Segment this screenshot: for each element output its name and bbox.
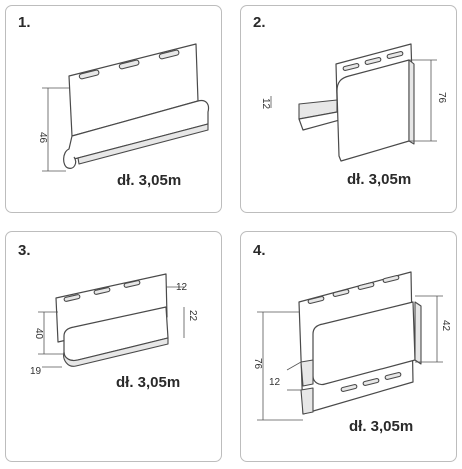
j-channel-drawing: 12 76 xyxy=(260,43,447,162)
height-dimension: 76 xyxy=(436,92,447,104)
card-number: 1. xyxy=(18,14,31,31)
h-connector-drawing: 42 12 76 xyxy=(252,271,451,421)
card-number: 2. xyxy=(253,14,266,31)
starter-strip-drawing: 46 xyxy=(37,43,210,172)
profile-card-4: 4. 42 12 76 dł. 3,05m xyxy=(240,231,457,462)
dimension-76: 76 xyxy=(252,358,263,370)
dimension-12: 12 xyxy=(176,282,188,293)
length-label: dł. 3,05m xyxy=(117,172,182,189)
trim-profile-drawing: 12 22 40 19 xyxy=(30,273,198,377)
length-label: dł. 3,05m xyxy=(116,374,181,391)
height-dimension: 46 xyxy=(37,132,48,144)
profile-card-2: 2. 12 76 dł. 3,05m xyxy=(240,5,457,213)
dimension-42: 42 xyxy=(440,320,451,332)
dimension-12: 12 xyxy=(269,377,281,388)
profile-card-1: 1. 46 dł. 3,05m xyxy=(5,5,222,213)
flange-dimension: 12 xyxy=(260,98,271,110)
length-label: dł. 3,05m xyxy=(349,418,414,435)
dimension-19: 19 xyxy=(30,366,42,377)
card-number: 4. xyxy=(253,242,266,259)
card-number: 3. xyxy=(18,242,31,259)
dimension-40: 40 xyxy=(33,328,44,340)
dimension-22: 22 xyxy=(187,310,198,322)
length-label: dł. 3,05m xyxy=(347,171,412,188)
profile-card-3: 3. 12 22 40 19 dł. 3,05m xyxy=(5,231,222,462)
